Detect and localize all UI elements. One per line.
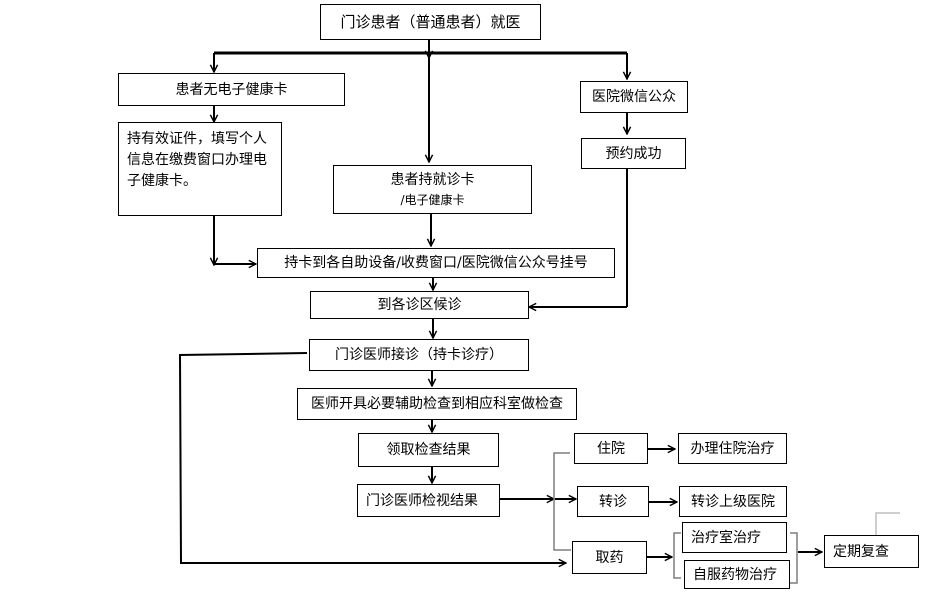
option-box-treatment-room: 治疗室治疗 [682, 522, 787, 553]
results-box: 领取检查结果 [358, 433, 499, 467]
review-box: 门诊医师检视结果 [357, 484, 500, 517]
bracket-options-right [790, 532, 798, 584]
no-card-step-text: 持有效证件，填写个人信息在缴费窗口办理电子健康卡。 [127, 131, 267, 189]
no-card-step-box: 持有效证件，填写个人信息在缴费窗口办理电子健康卡。 [118, 122, 282, 216]
consult-box: 门诊医师接诊（持卡诊疗） [309, 339, 529, 371]
hospitalize-label: 住院 [597, 440, 625, 457]
transfer-label: 转诊 [599, 493, 627, 510]
wechat-box: 医院微信公众 [580, 81, 688, 113]
transfer-next-box: 转诊上级医院 [679, 486, 787, 517]
exam-box: 医师开具必要辅助检查到相应科室做检查 [297, 388, 577, 420]
wait-box: 到各诊区候诊 [310, 291, 529, 319]
hospitalize-box: 住院 [574, 433, 648, 464]
title-label: 门诊患者（普通患者）就医 [340, 13, 521, 31]
hospitalize-next-label: 办理住院治疗 [690, 440, 775, 457]
results-label: 领取检查结果 [386, 442, 471, 458]
wechat-step-label: 预约成功 [605, 145, 662, 162]
wechat-label: 医院微信公众 [592, 89, 676, 105]
option-treatment-room-label: 治疗室治疗 [691, 529, 761, 546]
no-card-label: 患者无电子健康卡 [175, 81, 288, 98]
bracket-options-left [673, 532, 681, 579]
medicine-box: 取药 [572, 541, 647, 574]
register-box: 持卡到各自助设备/收费窗口/医院微信公众号挂号 [257, 248, 615, 278]
no-card-box: 患者无电子健康卡 [118, 73, 345, 106]
hospitalize-next-box: 办理住院治疗 [678, 433, 787, 464]
transfer-next-label: 转诊上级医院 [691, 493, 775, 510]
review-label: 门诊医师检视结果 [366, 492, 478, 509]
option-box-self-medication: 自服药物治疗 [684, 560, 790, 589]
title-box: 门诊患者（普通患者）就医 [320, 4, 541, 40]
transfer-box: 转诊 [577, 486, 649, 517]
exam-label: 医师开具必要辅助检查到相应科室做检查 [311, 396, 563, 412]
wait-label: 到各诊区候诊 [377, 297, 462, 313]
bracket-outcomes [553, 452, 571, 551]
followup-label: 定期复查 [833, 543, 889, 560]
wechat-step-box: 预约成功 [581, 138, 686, 169]
followup-box: 定期复查 [824, 535, 919, 568]
connector-consult-bypass [178, 352, 566, 563]
has-card-line2: /电子健康卡 [400, 192, 465, 207]
register-label: 持卡到各自助设备/收费窗口/医院微信公众号挂号 [284, 255, 588, 271]
has-card-box: 患者持就诊卡 /电子健康卡 [333, 165, 532, 214]
decorative-corner-line [875, 512, 900, 536]
has-card-line1: 患者持就诊卡 [390, 171, 475, 188]
medicine-label: 取药 [595, 549, 624, 566]
option-self-medication-label: 自服药物治疗 [693, 566, 777, 583]
consult-label: 门诊医师接诊（持卡诊疗） [335, 347, 503, 363]
